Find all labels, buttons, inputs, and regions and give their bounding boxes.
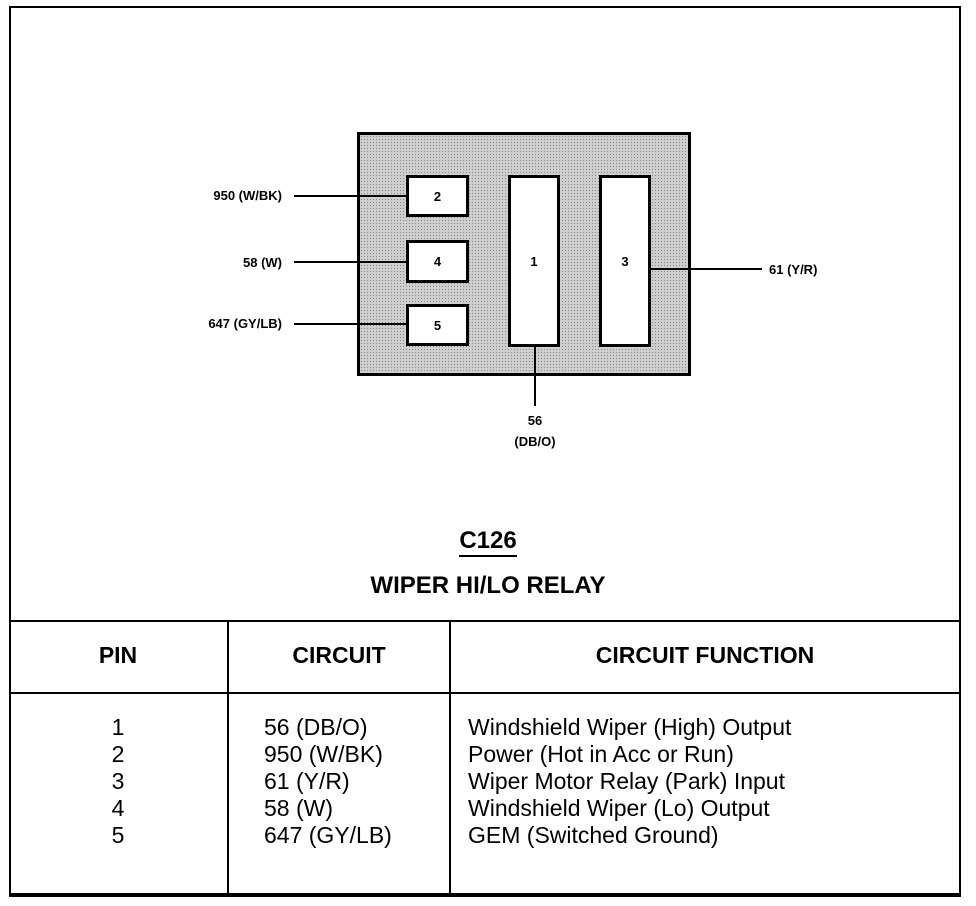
function-column: Windshield Wiper (High) Output Power (Ho…	[468, 714, 791, 849]
pin-4-label: 4	[433, 254, 442, 269]
pin-3-label: 3	[621, 253, 629, 269]
table-col-divider-2	[449, 620, 451, 895]
header-pin: PIN	[98, 642, 138, 668]
wire-pin-1	[534, 346, 536, 406]
wire-pin-5	[294, 323, 407, 325]
wire-label-pin-2: 950 (W/BK)	[213, 188, 282, 203]
table-bottom-border	[9, 893, 961, 895]
wire-label-pin-1-color: (DB/O)	[514, 434, 556, 449]
pin-column: 1 2 3 4 5	[9, 714, 227, 849]
table-row-2-function: Power (Hot in Acc or Run)	[468, 741, 734, 767]
wire-pin-2	[294, 195, 407, 197]
wire-label-pin-1-number: 56	[527, 413, 543, 428]
table-row-3-pin: 3	[111, 768, 125, 794]
table-row-3-function: Wiper Motor Relay (Park) Input	[468, 768, 785, 794]
table-row-2-circuit: 950 (W/BK)	[264, 741, 383, 767]
header-circuit-function: CIRCUIT FUNCTION	[595, 642, 815, 668]
wire-label-pin-5: 647 (GY/LB)	[208, 316, 282, 331]
wire-label-pin-4: 58 (W)	[243, 255, 282, 270]
table-row-1-circuit: 56 (DB/O)	[264, 714, 368, 740]
table-header-divider	[9, 692, 961, 694]
circuit-column: 56 (DB/O) 950 (W/BK) 61 (Y/R) 58 (W) 647…	[264, 714, 392, 849]
table-top-border	[9, 620, 961, 622]
table-row-4-function: Windshield Wiper (Lo) Output	[468, 795, 770, 821]
wire-pin-4	[294, 261, 407, 263]
table-row-1-pin: 1	[111, 714, 125, 740]
connector-name: WIPER HI/LO RELAY	[370, 572, 606, 599]
table-row-1-function: Windshield Wiper (High) Output	[468, 714, 792, 740]
wire-label-pin-3: 61 (Y/R)	[769, 262, 818, 277]
pin-4: 4	[406, 240, 469, 283]
pin-table: PIN CIRCUIT CIRCUIT FUNCTION 1 2 3 4 5 5…	[9, 620, 961, 895]
pin-1: 1	[508, 175, 560, 347]
table-row-3-circuit: 61 (Y/R)	[264, 768, 350, 794]
table-row-4-pin: 4	[111, 795, 125, 821]
wire-pin-3	[650, 268, 762, 270]
pin-5-label: 5	[433, 317, 442, 333]
pin-3: 3	[599, 175, 651, 347]
pin-2: 2	[406, 175, 469, 217]
table-right-border	[959, 620, 961, 895]
table-left-border	[9, 620, 11, 895]
diagram-frame	[9, 6, 961, 897]
pin-5: 5	[406, 304, 469, 346]
connector-id-text: C126	[459, 527, 517, 557]
table-row-5-pin: 5	[111, 822, 125, 848]
table-row-5-function: GEM (Switched Ground)	[468, 822, 719, 848]
table-row-2-pin: 2	[111, 741, 125, 767]
table-row-4-circuit: 58 (W)	[264, 795, 333, 821]
header-circuit: CIRCUIT	[292, 642, 386, 668]
pin-2-label: 2	[433, 188, 442, 204]
table-row-5-circuit: 647 (GY/LB)	[264, 822, 392, 848]
table-col-divider-1	[227, 620, 229, 895]
connector-id: C126	[0, 527, 976, 557]
pin-1-label: 1	[530, 253, 538, 269]
